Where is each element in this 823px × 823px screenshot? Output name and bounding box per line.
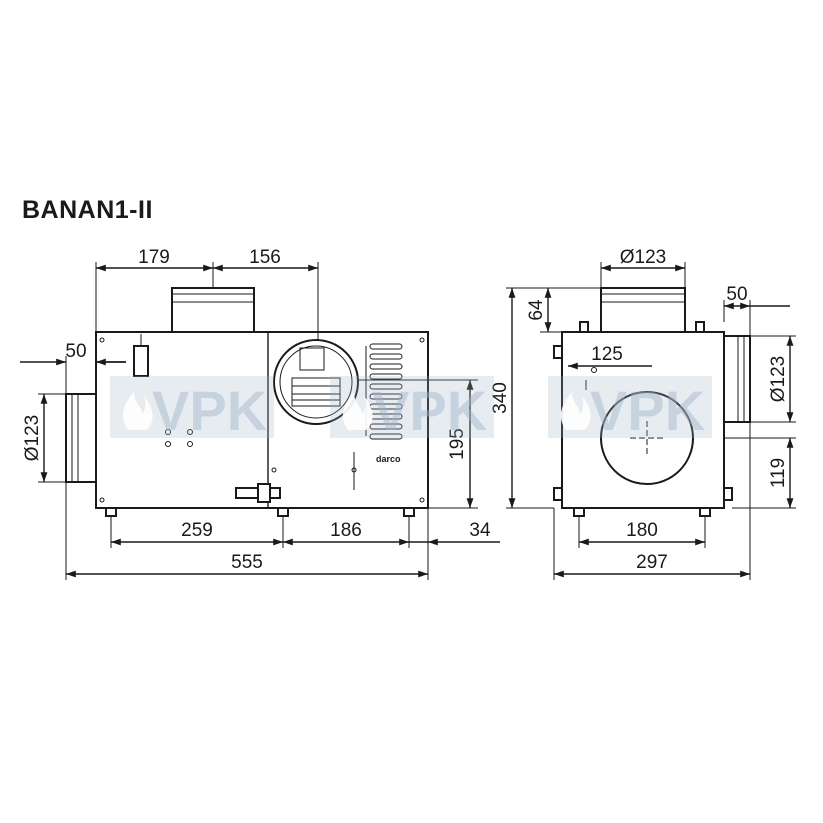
- side-circular-outlet: [600, 391, 694, 485]
- dim-side-overall-width: 297: [636, 552, 668, 573]
- dim-front-bottom-mid: 186: [330, 520, 362, 541]
- side-top-pipe: [600, 287, 686, 333]
- dim-front-bottom-left: 259: [181, 520, 213, 541]
- latch-bottom: [235, 483, 281, 503]
- dim-front-height-outlet: 195: [447, 428, 468, 460]
- top-outlet-pipe: [171, 287, 255, 333]
- side-dimensions: Ø123 64 340 50 Ø123 119 125 18: [490, 247, 796, 580]
- dim-side-right-offset: 50: [726, 284, 747, 305]
- dim-side-right-height: 119: [768, 458, 789, 488]
- dim-front-overall-width: 555: [231, 552, 263, 573]
- watermark-3: VPK: [548, 376, 712, 442]
- dim-front-bottom-right: 34: [469, 520, 491, 541]
- dim-side-right-diameter: Ø123: [768, 356, 789, 402]
- watermark-1: VPK: [110, 376, 274, 442]
- front-dimensions: 179 156 50 Ø123 195 259 186 34 555: [20, 247, 500, 580]
- side-right-pipe: [723, 335, 751, 423]
- flame-icon: [342, 392, 373, 430]
- watermark-2: VPK: [330, 376, 494, 442]
- watermark-text: VPK: [372, 379, 487, 442]
- dim-side-overall-height: 340: [490, 382, 511, 414]
- dim-side-radius: 125: [591, 344, 623, 365]
- dim-front-top-left: 179: [138, 247, 170, 268]
- dim-side-top-diameter: Ø123: [620, 247, 666, 268]
- fan-window: [273, 339, 359, 425]
- flame-icon: [122, 392, 153, 430]
- drawing-title: BANAN1-II: [22, 196, 153, 224]
- dim-front-top-right: 156: [249, 247, 281, 268]
- latch-top: [133, 334, 149, 377]
- dim-front-side-diameter: Ø123: [22, 415, 43, 461]
- dim-front-side-offset: 50: [65, 341, 86, 362]
- watermark-text: VPK: [152, 379, 267, 442]
- dim-side-top-height: 64: [526, 299, 547, 321]
- flame-icon: [560, 392, 591, 430]
- side-inlet-pipe: [65, 393, 97, 483]
- watermark-text: VPK: [590, 379, 705, 442]
- watermark-group: VPK VPK VPK: [110, 376, 712, 442]
- brand-label: darco: [376, 454, 401, 464]
- dim-side-bottom-inner: 180: [626, 520, 658, 541]
